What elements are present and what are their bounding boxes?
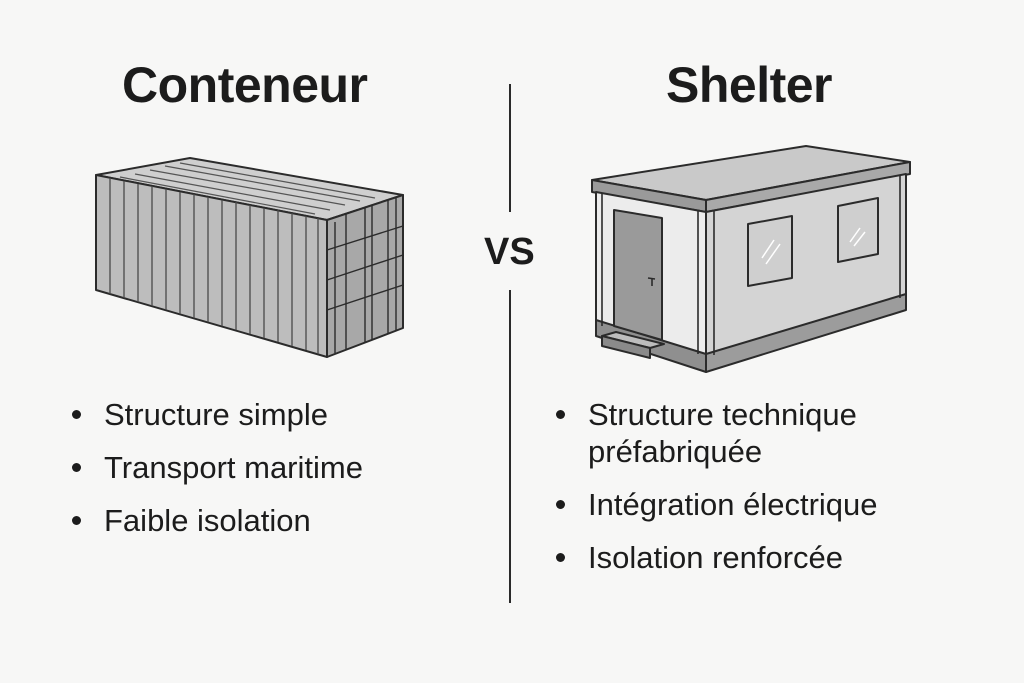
bullet-icon — [72, 516, 81, 525]
shipping-container-icon — [95, 157, 404, 358]
list-item: Isolation renforcée — [556, 539, 948, 576]
shelter-features-list: Structure technique préfabriquée Intégra… — [556, 396, 948, 592]
bullet-icon — [556, 553, 565, 562]
prefab-shelter-icon — [591, 145, 911, 373]
container-title: Conteneur — [122, 57, 368, 113]
list-item: Intégration électrique — [556, 486, 948, 523]
list-item: Transport maritime — [72, 449, 363, 486]
list-item: Structure technique préfabriquée — [556, 396, 948, 470]
bullet-icon — [72, 463, 81, 472]
divider-top — [509, 84, 511, 212]
divider-bottom — [509, 290, 511, 603]
container-features-list: Structure simple Transport maritime Faib… — [72, 396, 363, 555]
vs-label: VS — [484, 231, 535, 273]
list-item: Faible isolation — [72, 502, 363, 539]
shelter-title: Shelter — [666, 57, 833, 113]
list-item: Structure simple — [72, 396, 363, 433]
bullet-icon — [556, 410, 565, 419]
bullet-icon — [556, 500, 565, 509]
bullet-icon — [72, 410, 81, 419]
